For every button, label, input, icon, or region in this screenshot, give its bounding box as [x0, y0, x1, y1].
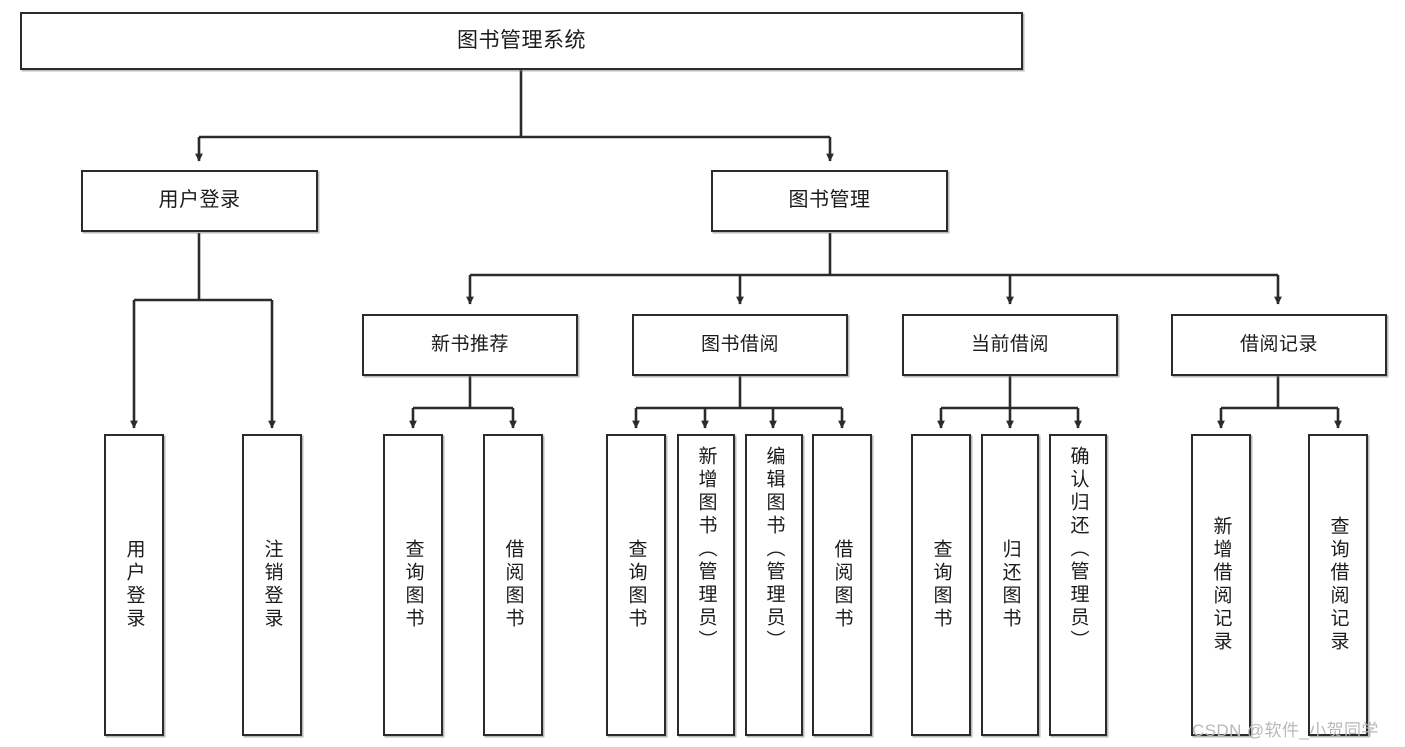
node-current-borrow[interactable]: 当前借阅 — [902, 314, 1118, 376]
leaf-borrow-add-book-admin[interactable]: 新增图书（管理员） — [677, 434, 735, 736]
leaf-logout-label: 注销登录 — [261, 539, 283, 631]
node-book-management[interactable]: 图书管理 — [711, 170, 948, 232]
leaf-user-login-label: 用户登录 — [123, 539, 145, 631]
node-borrow-record-label: 借阅记录 — [1239, 333, 1318, 355]
node-user-login-label: 用户登录 — [158, 189, 241, 212]
leaf-borrow-borrow-book[interactable]: 借阅图书 — [812, 434, 872, 736]
leaf-borrow-query-book[interactable]: 查询图书 — [606, 434, 666, 736]
leaf-record-query-record-label: 查询借阅记录 — [1327, 516, 1349, 654]
node-borrow-record[interactable]: 借阅记录 — [1171, 314, 1387, 376]
leaf-user-login[interactable]: 用户登录 — [104, 434, 164, 736]
node-new-book-recommend-label: 新书推荐 — [430, 333, 509, 355]
node-book-borrow[interactable]: 图书借阅 — [632, 314, 848, 376]
leaf-current-query-book[interactable]: 查询图书 — [911, 434, 971, 736]
leaf-recommend-borrow-book-label: 借阅图书 — [502, 539, 524, 631]
leaf-current-query-book-label: 查询图书 — [930, 539, 952, 631]
node-book-management-label: 图书管理 — [788, 189, 871, 212]
leaf-current-confirm-return-admin-label: 确认归还（管理员） — [1067, 446, 1089, 653]
leaf-borrow-query-book-label: 查询图书 — [625, 539, 647, 631]
leaf-record-query-record[interactable]: 查询借阅记录 — [1308, 434, 1368, 736]
leaf-borrow-borrow-book-label: 借阅图书 — [831, 539, 853, 631]
leaf-record-add-record-label: 新增借阅记录 — [1210, 516, 1232, 654]
leaf-recommend-borrow-book[interactable]: 借阅图书 — [483, 434, 543, 736]
leaf-borrow-edit-book-admin-label: 编辑图书（管理员） — [763, 446, 785, 653]
leaf-borrow-edit-book-admin[interactable]: 编辑图书（管理员） — [745, 434, 803, 736]
leaf-borrow-add-book-admin-label: 新增图书（管理员） — [695, 446, 717, 653]
node-root-label: 图书管理系统 — [457, 28, 586, 52]
node-root[interactable]: 图书管理系统 — [20, 12, 1023, 70]
node-current-borrow-label: 当前借阅 — [970, 333, 1049, 355]
csdn-watermark: CSDN @软件_小贺同学 — [1192, 721, 1379, 740]
leaf-logout[interactable]: 注销登录 — [242, 434, 302, 736]
leaf-recommend-query-book-label: 查询图书 — [402, 539, 424, 631]
leaf-current-return-book[interactable]: 归还图书 — [981, 434, 1039, 736]
leaf-current-return-book-label: 归还图书 — [999, 539, 1021, 631]
node-user-login[interactable]: 用户登录 — [81, 170, 318, 232]
node-new-book-recommend[interactable]: 新书推荐 — [362, 314, 578, 376]
leaf-recommend-query-book[interactable]: 查询图书 — [383, 434, 443, 736]
leaf-record-add-record[interactable]: 新增借阅记录 — [1191, 434, 1251, 736]
node-book-borrow-label: 图书借阅 — [700, 333, 779, 355]
leaf-current-confirm-return-admin[interactable]: 确认归还（管理员） — [1049, 434, 1107, 736]
